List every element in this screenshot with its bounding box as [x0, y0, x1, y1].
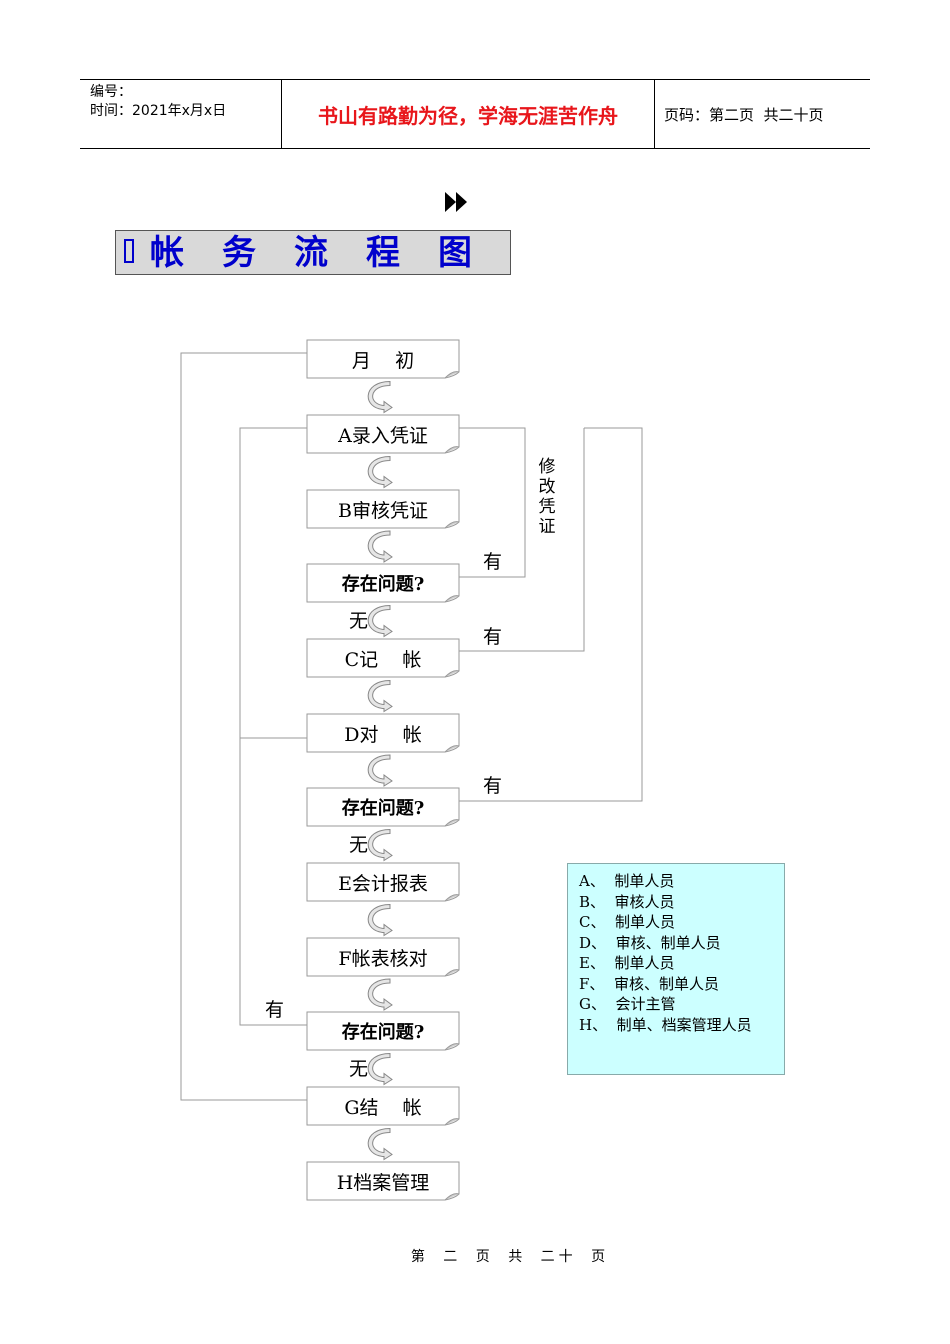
header-motto: 书山有路勤为径，学海无涯苦作舟: [318, 103, 618, 128]
modify-voucher-note: 修改凭证: [538, 457, 556, 537]
header-divider: [281, 80, 282, 148]
no-label: 无: [349, 610, 369, 632]
legend-item: H、 制单、档案管理人员: [579, 1015, 752, 1034]
page-curl: [444, 1193, 460, 1201]
header-date: 时间：2021年x月x日: [90, 103, 227, 119]
flow-node-reconcile: D对 帐: [344, 723, 422, 746]
flow-node-financial-report: E会计报表: [338, 872, 428, 895]
legend-item: B、 审核人员: [579, 892, 675, 911]
page-curl: [444, 894, 460, 902]
flow-node-close-books: G结 帐: [344, 1096, 422, 1119]
flow-node-ledger-check: F帐表核对: [338, 947, 428, 970]
flow-decision-problem-1: 存在问题?: [341, 574, 425, 595]
header-page-label: 页码：第二页 共二十页: [664, 105, 824, 124]
page-curl: [444, 371, 460, 379]
curved-arrow-icon: [367, 380, 393, 414]
legend-item: D、 审核、制单人员: [579, 933, 721, 952]
curved-arrow-icon: [367, 530, 393, 563]
page-curl: [444, 595, 460, 603]
yes-label: 有: [483, 775, 503, 797]
page-curl: [444, 446, 460, 454]
curved-arrow-icon: [367, 903, 393, 937]
header-number: 编号：: [90, 84, 132, 100]
flow-node-enter-voucher: A录入凭证: [338, 424, 428, 447]
curved-arrow-icon: [367, 828, 393, 862]
curved-arrow-icon: [367, 604, 393, 638]
curved-arrow-icon: [367, 978, 393, 1011]
legend-item: A、 制单人员: [579, 872, 675, 890]
legend-item: E、 制单人员: [579, 954, 675, 972]
no-label: 无: [349, 1058, 369, 1080]
square-outline-icon: [124, 239, 134, 263]
page-curl: [444, 969, 460, 977]
flow-node-archive: H档案管理: [336, 1171, 430, 1194]
loop-line-outer: [180, 352, 307, 1101]
flow-decision-problem-2: 存在问题?: [341, 798, 425, 819]
flow-node-review-voucher: B审核凭证: [338, 499, 428, 522]
yes-label: 有: [483, 626, 503, 648]
page-curl: [444, 521, 460, 529]
loop-line-right-1: [459, 427, 526, 578]
loop-line-inner: [239, 427, 307, 1026]
yes-label: 有: [483, 551, 503, 573]
page-footer: 第 二 页 共 二十 页: [410, 1249, 610, 1265]
curved-arrow-icon: [367, 754, 393, 787]
diagram-title-text: 帐务流程图: [150, 233, 510, 273]
fast-forward-icon: [445, 192, 467, 212]
page-curl: [444, 819, 460, 827]
legend-item: C、 制单人员: [579, 913, 676, 931]
page-curl: [444, 745, 460, 753]
loop-line-right-3: [459, 427, 643, 802]
flow-node-month-start: 月 初: [351, 349, 415, 372]
curved-arrow-icon: [367, 455, 393, 489]
page-curl: [444, 670, 460, 678]
header-divider: [654, 80, 655, 148]
page-curl: [444, 1118, 460, 1126]
document-header: 编号： 时间：2021年x月x日 书山有路勤为径，学海无涯苦作舟 页码：第二页 …: [80, 79, 870, 149]
header-meta: 编号： 时间：2021年x月x日: [90, 83, 226, 121]
page-curl: [444, 1043, 460, 1051]
loop-line-right-2: [459, 428, 585, 652]
flow-node-post-ledger: C记 帐: [344, 648, 422, 671]
curved-arrow-icon: [367, 1052, 393, 1086]
legend-item: F、 审核、制单人员: [579, 974, 719, 993]
flow-decision-problem-3: 存在问题?: [341, 1022, 425, 1043]
legend-box: A、 制单人员 B、 审核人员 C、 制单人员 D、 审核、制单人员 E、 制单…: [567, 863, 785, 1075]
curved-arrow-icon: [367, 1127, 393, 1161]
legend-item: G、 会计主管: [579, 995, 676, 1013]
header-page-info: 页码：第二页 共二十页: [664, 80, 824, 148]
no-label: 无: [349, 834, 369, 856]
diagram-title: 帐务流程图: [115, 230, 511, 275]
curved-arrow-icon: [367, 679, 393, 713]
yes-label: 有: [265, 999, 285, 1021]
